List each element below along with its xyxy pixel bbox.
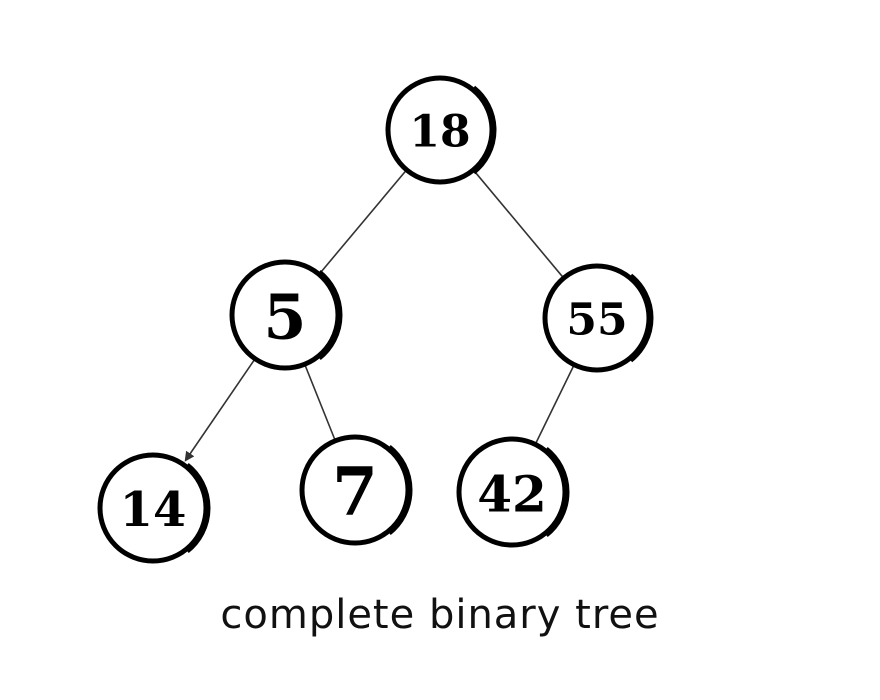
- node-circle: [385, 75, 495, 185]
- tree-node-55: 55: [542, 263, 654, 373]
- edge-n18-n5: [319, 170, 407, 275]
- node-label: 5: [263, 281, 306, 354]
- tree-node-18: 18: [385, 75, 497, 185]
- edge-n5-n7: [304, 364, 336, 441]
- diagram-caption: complete binary tree: [220, 592, 660, 638]
- tree-node-14: 14: [97, 452, 211, 564]
- edge-n18-n55: [473, 170, 564, 278]
- node-circle: [542, 263, 652, 373]
- node-label: 42: [477, 465, 547, 524]
- node-label: 55: [566, 295, 627, 346]
- node-circle: [229, 259, 341, 371]
- edges-layer: [184, 170, 575, 462]
- node-circle: [299, 434, 411, 546]
- node-circle-accent: [545, 446, 570, 538]
- tree-node-42: 42: [456, 436, 570, 548]
- node-circle-accent: [473, 85, 497, 175]
- node-circle-accent: [388, 444, 413, 536]
- node-circle: [97, 452, 209, 564]
- tree-node-5: 5: [229, 259, 343, 371]
- node-label: 7: [332, 453, 378, 531]
- node-circle: [456, 436, 568, 548]
- edge-n55-n42: [534, 365, 575, 444]
- edge-n5-n14: [184, 359, 256, 462]
- tree-node-7: 7: [299, 434, 413, 546]
- node-label: 18: [409, 107, 470, 158]
- node-circle-accent: [186, 462, 211, 554]
- node-circle-accent: [630, 273, 654, 363]
- node-label: 14: [120, 482, 187, 538]
- node-circle-accent: [318, 269, 343, 361]
